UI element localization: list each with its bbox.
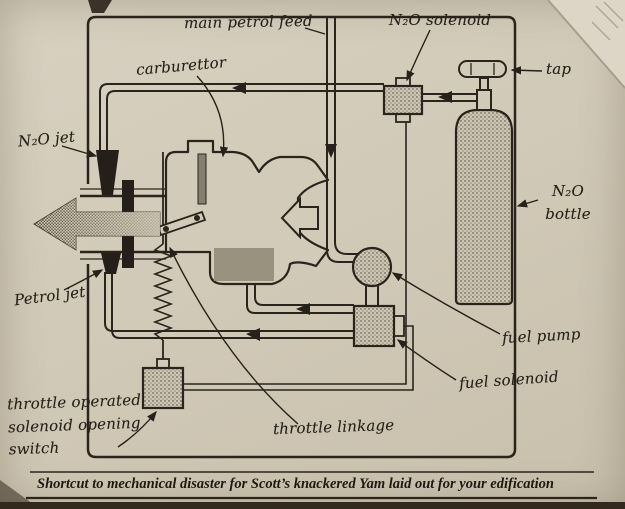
fuel-solenoid-shape [352,304,405,348]
label-n2o-solenoid: N₂O solenoid [389,11,492,29]
n2o-solenoid-shape [382,77,424,123]
float-bowl-pipe [246,281,354,314]
mixture-output-arrow [33,197,161,251]
intake-air-arrow [280,196,319,240]
newsprint-corner [547,0,625,89]
label-tap: tap [546,60,572,78]
label-main-petrol-feed: main petrol feed [183,11,313,33]
n2o-jet-shape [96,150,119,195]
label-throttle-switch: throttle operated solenoid opening switc… [6,390,142,459]
photo-caption: Shortcut to mechanical disaster for Scot… [37,476,554,492]
float-bowl-fuel [214,248,274,281]
leader-lines [61,27,543,448]
label-n2o-bottle: N₂O bottle [545,182,591,223]
photo-edge-notch [88,0,112,13]
tap-handle [458,60,507,78]
throttle-slide [197,153,207,205]
diagram-frame [86,15,517,459]
photo-corner-shadow [0,480,40,509]
fuel-pump-shape [351,246,393,288]
linkage-spring [152,243,174,341]
main-petrol-feed-pipe [326,17,356,263]
flow-arrows [232,82,452,341]
photo-bottom-edge [0,502,625,509]
n2o-feed-pipe [99,83,384,150]
n2o-bottle-shape [454,60,514,306]
tap-stem [479,77,489,91]
throttle-switch-shape [141,358,185,410]
caption-rules [26,471,597,500]
petrol-jet-shape [101,253,121,274]
